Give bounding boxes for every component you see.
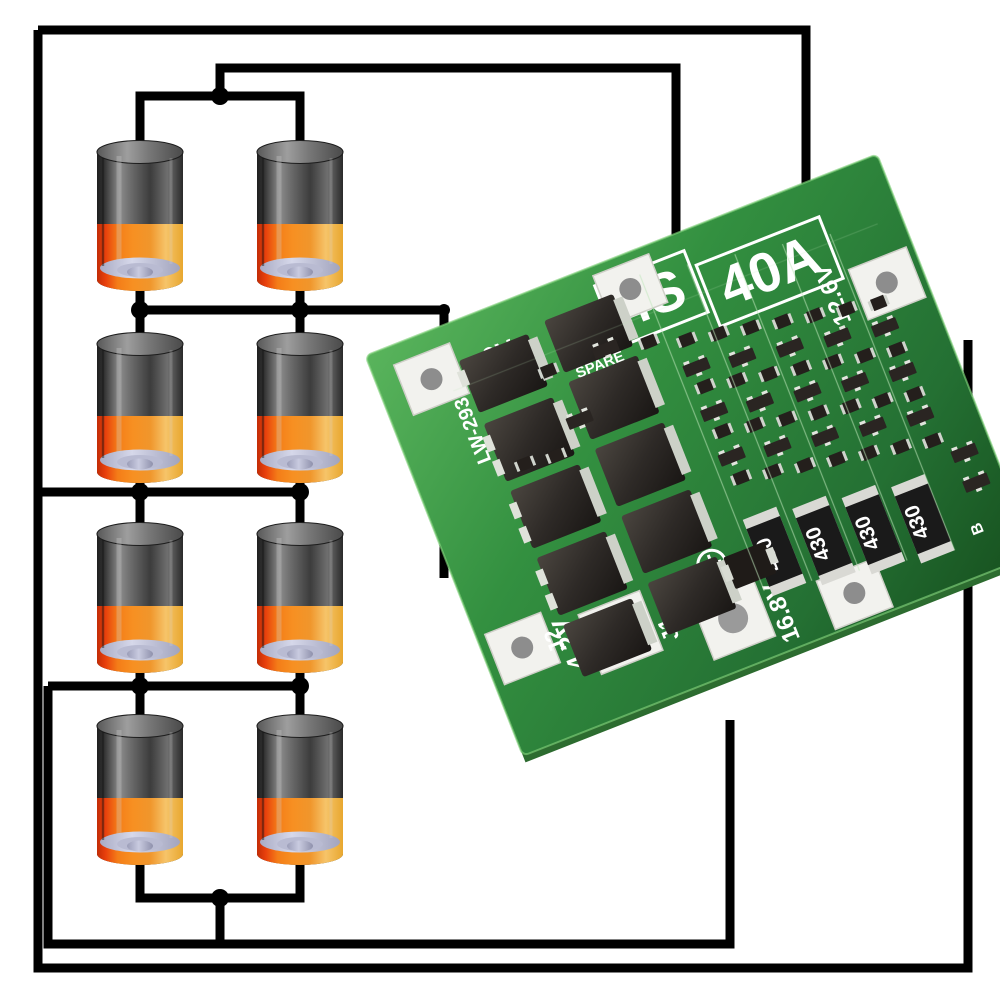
- battery-cell-icon: [97, 141, 183, 292]
- junction-dot: [291, 483, 309, 501]
- junction-dots: [131, 87, 450, 907]
- battery-cell-icon: [257, 141, 343, 292]
- junction-dot: [131, 301, 149, 319]
- wire-row1-to-0v-pad: [215, 63, 681, 268]
- junction-dot: [131, 677, 149, 695]
- balance-resistor-430: 430: [891, 474, 955, 564]
- battery-cell-icon: [257, 715, 343, 866]
- silk-traces: [453, 223, 956, 592]
- mosfet-icon: [508, 464, 607, 548]
- balance-resistor-430: 430: [792, 495, 856, 586]
- battery-cell-icon: [97, 523, 183, 674]
- junction-dot: [438, 304, 450, 316]
- wire-left-riser-bottom: [43, 686, 735, 949]
- smd-diode-icon: [720, 542, 779, 589]
- mosfet-icon: [535, 531, 634, 615]
- mosfet-icon: [563, 598, 658, 677]
- mosfet-icon: [621, 490, 718, 574]
- junction-dot: [211, 87, 229, 105]
- junction-dot: [291, 301, 309, 319]
- mosfet-array: [456, 294, 742, 677]
- battery-cell-icon: [257, 333, 343, 484]
- junction-dot: [131, 483, 149, 501]
- battery-cell-icon: [97, 715, 183, 866]
- wire-net-0v-outer: [33, 30, 973, 973]
- mosfet-icon: [595, 423, 692, 507]
- junction-dot: [291, 677, 309, 695]
- battery-cell-icon: [97, 333, 183, 484]
- pad-4v2[interactable]: 4.2V: [483, 601, 593, 696]
- battery-cell-icon: [257, 523, 343, 674]
- battery-cells-group: [97, 141, 343, 866]
- bms-protection-board[interactable]: 4S 40A 0V 8.4V 12.6V: [365, 154, 1000, 763]
- junction-dot: [211, 889, 229, 907]
- smd-component-field: [513, 293, 992, 589]
